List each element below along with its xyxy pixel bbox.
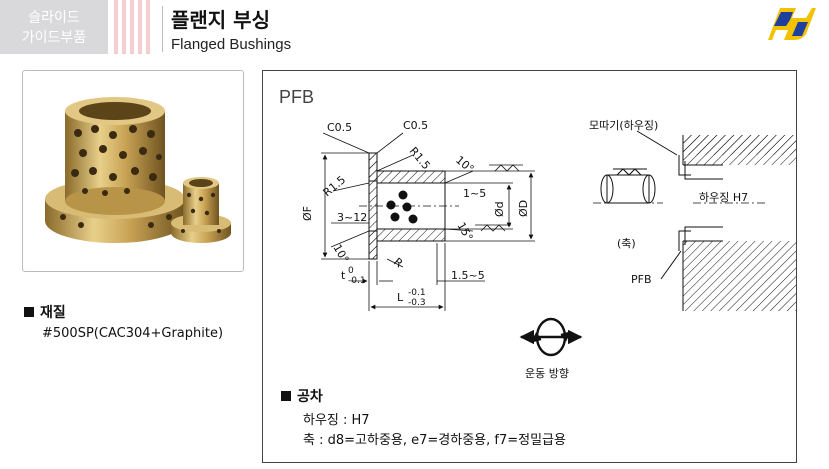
material-heading-text: 재질 xyxy=(40,305,66,321)
square-bullet-icon xyxy=(281,391,291,401)
graphite-plugs xyxy=(386,190,418,224)
material-value: #500SP(CAC304+Graphite) xyxy=(42,326,224,341)
label-c05-left: C0.5 xyxy=(327,121,352,134)
product-photo xyxy=(22,70,244,272)
technical-drawing: C0.5 C0.5 R1.5 10° 1~5 R1.5 ØF 3~12 Ød Ø… xyxy=(301,118,796,380)
chamfer-housing-label: 모따기(하우징) xyxy=(589,118,658,132)
tolerance-heading-text: 공차 xyxy=(297,389,323,405)
label-L-tol-upper: -0.1 xyxy=(408,288,426,298)
label-t-tol-lower: -0.1 xyxy=(348,276,366,286)
header-stripe xyxy=(122,0,126,54)
motion-direction-icon xyxy=(519,317,583,357)
model-label: PFB xyxy=(279,87,315,107)
header-stripe xyxy=(138,0,142,54)
header-stripe xyxy=(146,0,150,54)
shaft-label: (축) xyxy=(617,237,636,250)
installation-drawing xyxy=(593,130,796,311)
page-title: 플랜지 부싱 xyxy=(171,8,270,32)
install-pfb-label: PFB xyxy=(631,273,652,286)
tolerance-heading: 공차 xyxy=(281,386,323,406)
label-phi-D: ØD xyxy=(517,200,530,217)
surface-finish-marks xyxy=(475,164,523,232)
label-deg10-top: 10° xyxy=(453,153,476,175)
label-deg15: 15° xyxy=(454,220,475,243)
category-line2: 가이드부품 xyxy=(21,30,87,46)
tolerance-shaft: 축 : d8=고하중용, e7=경하중용, f7=정밀급용 xyxy=(303,433,566,448)
label-L: L xyxy=(397,291,404,304)
square-bullet-icon xyxy=(24,307,34,317)
bushing-photo-illustration xyxy=(45,97,231,243)
category-line1: 슬라이드 xyxy=(28,10,80,26)
material-heading: 재질 xyxy=(24,302,66,322)
label-t: t xyxy=(341,269,346,282)
label-phi-f: ØF xyxy=(301,206,314,221)
housing-h7-label: 하우징 H7 xyxy=(699,190,748,204)
label-range-15-5: 1.5~5 xyxy=(451,269,485,282)
motion-direction-label: 운동 방향 xyxy=(525,367,569,380)
label-t-tol-upper: 0 xyxy=(348,266,354,276)
header-stripe xyxy=(130,0,134,54)
label-r15-top: R1.5 xyxy=(407,145,433,173)
page-subtitle: Flanged Bushings xyxy=(171,36,292,53)
category-badge: 슬라이드 가이드부품 xyxy=(0,0,108,54)
company-logo-icon xyxy=(768,8,816,40)
tolerance-housing: 하우징 : H7 xyxy=(303,413,370,428)
label-phi-d: Ød xyxy=(493,201,506,217)
label-range-1-5: 1~5 xyxy=(463,187,486,200)
bushing-cross-section xyxy=(368,152,446,260)
label-range-3-12: 3~12 xyxy=(337,211,367,224)
drawing-panel: PFB xyxy=(262,70,797,463)
label-c05-top: C0.5 xyxy=(403,119,428,132)
header-divider xyxy=(162,6,163,52)
header-stripe xyxy=(114,0,118,54)
label-L-tol-lower: -0.3 xyxy=(408,298,426,308)
label-r: R xyxy=(391,255,405,270)
